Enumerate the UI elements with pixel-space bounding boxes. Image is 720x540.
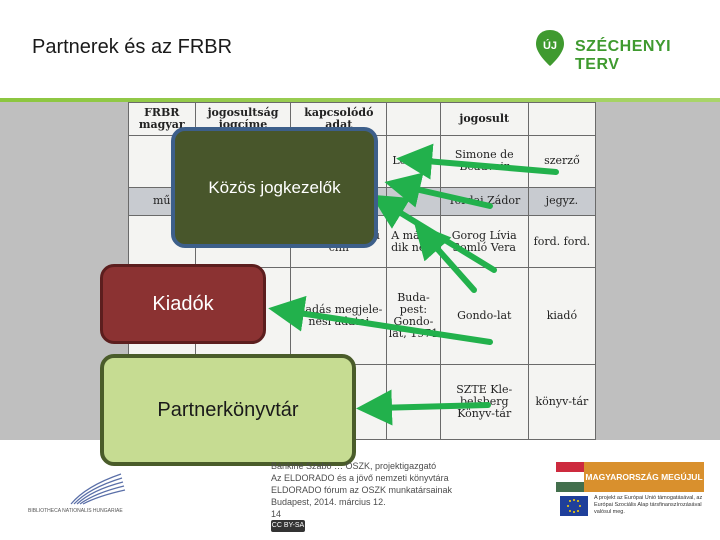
kozos-jogkezelok-box: Közös jogkezelők: [171, 127, 378, 248]
hungarian-flag-icon: [556, 462, 584, 492]
svg-text:ÚJ: ÚJ: [543, 39, 557, 52]
location-pin-icon: ÚJ: [536, 30, 564, 66]
logo-text: SZÉCHENYI TERV: [575, 38, 672, 73]
partnerkonyvtar-label: Partnerkönyvtár: [157, 398, 299, 421]
kiadok-box: Kiadók: [100, 264, 266, 344]
arrow-szerzo-to-kozos: [396, 143, 559, 180]
table-cell: szerző: [527, 135, 596, 188]
table-header-cell: jogosult: [439, 102, 529, 136]
title-divider: [0, 98, 720, 102]
table-cell: Buda-pest: Gondo-lat, 1971: [386, 266, 441, 366]
page-number: 14: [271, 509, 282, 519]
magyarorszag-megujul-badge: MAGYARORSZÁG MEGÚJUL: [556, 462, 704, 492]
table-header-cell: [386, 102, 441, 136]
svg-text:BIBLIOTHECA NATIONALIS HUNGARI: BIBLIOTHECA NATIONALIS HUNGARIAE: [28, 508, 123, 514]
table-cell: kiadó: [527, 266, 596, 366]
table-cell: Tordai Zádor: [439, 186, 529, 217]
hu-badge-label: MAGYARORSZÁG MEGÚJUL: [584, 462, 704, 492]
footer-line: ELDORADO fórum az OSZK munkatársainak: [271, 485, 453, 495]
table-cell: Gondo-lat: [439, 266, 529, 366]
library-logo-icon: BIBLIOTHECA NATIONALIS HUNGARIAE: [28, 473, 126, 514]
footer-line: Az ELDORADO és a jövő nemzeti könyvtára: [271, 473, 449, 483]
partnerkonyvtar-box: Partnerkönyvtár: [100, 354, 356, 466]
eu-funding-badge: A projekt az Európai Unió támogatásával,…: [556, 492, 706, 522]
kiadok-label: Kiadók: [152, 292, 214, 315]
arrow-jegyz-to-kozos: [384, 172, 493, 209]
footer-line: Bánkiné Szabó … OSZK, projektigazgató: [271, 461, 437, 471]
footer-line: Budapest, 2014. március 12.: [271, 497, 386, 507]
arrow-ford-to-kozos: [370, 194, 497, 273]
kozos-jogkezelok-label: Közös jogkezelők: [208, 177, 341, 197]
table-cell: jegyz.: [527, 186, 596, 217]
arrow-konyvtar-to-partner: [356, 389, 491, 426]
eu-flag-icon: [560, 496, 588, 516]
table-header-cell: [527, 102, 596, 136]
table-cell: Gorog Lívia Somló Vera: [439, 215, 529, 268]
arrow-cim-to-kozos: [414, 222, 477, 293]
eu-funding-text: A projekt az Európai Unió támogatásával,…: [594, 495, 703, 515]
cc-license-icon: CC BY-SA: [271, 520, 305, 532]
oszk-logo: BIBLIOTHECA NATIONALIS HUNGARIAE: [26, 466, 156, 516]
footer-text: Bánkiné Szabó … OSZK, projektigazgató Az…: [271, 460, 531, 520]
table-cell: könyv-tár: [527, 364, 596, 440]
arrow-kiado-to-kiadok: [268, 295, 493, 345]
szechenyi-terv-logo: ÚJ SZÉCHENYI TERV: [533, 28, 693, 78]
slide-title: Partnerek és az FRBR: [32, 36, 233, 58]
